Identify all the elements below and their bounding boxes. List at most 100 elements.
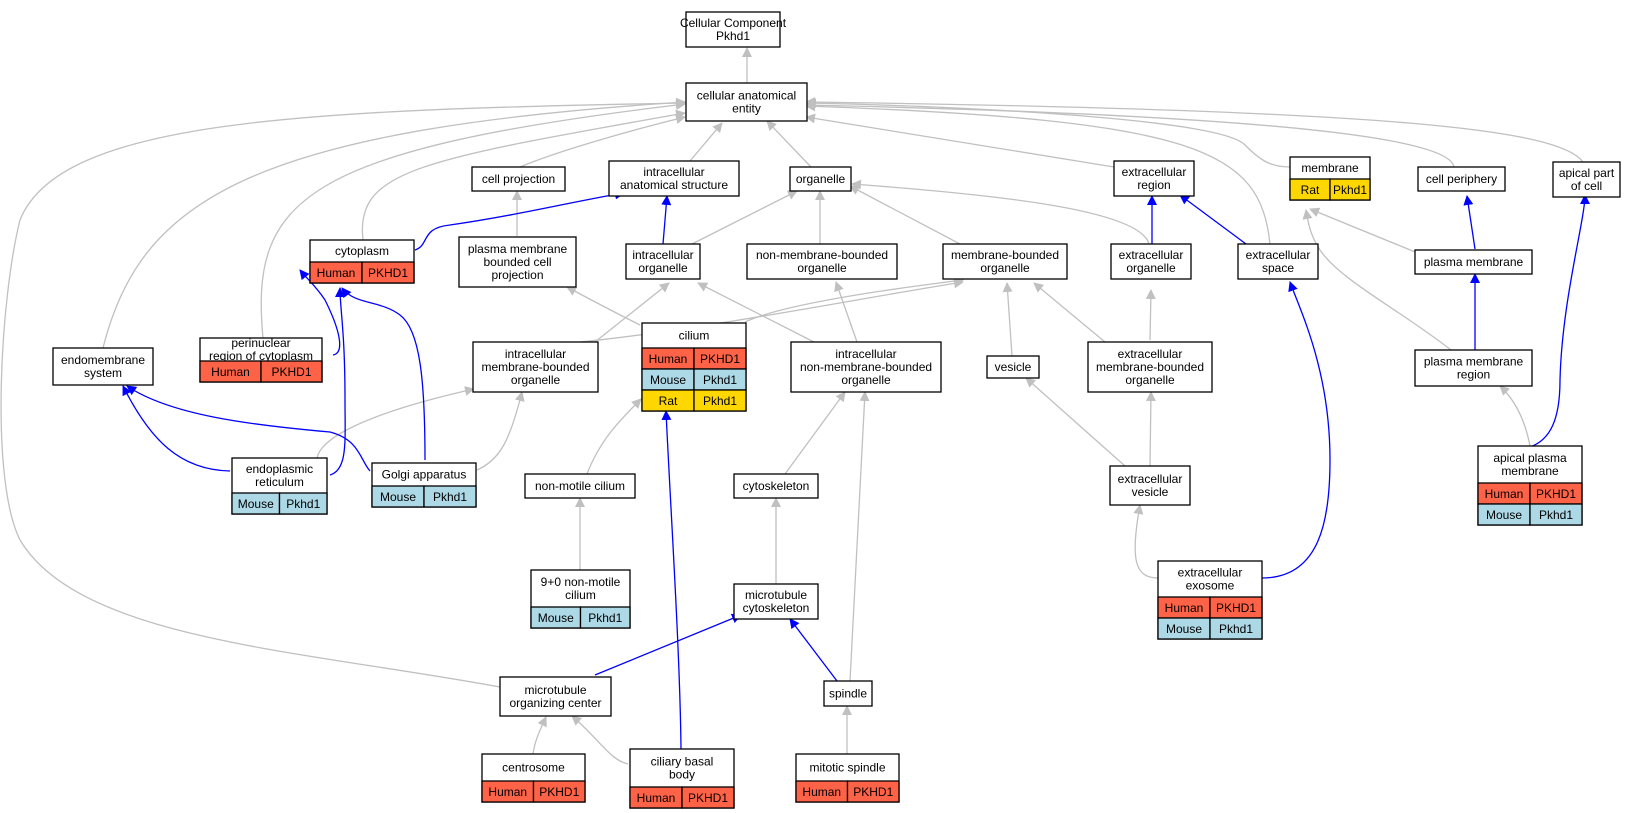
node-box xyxy=(1414,349,1533,387)
node-vesicle[interactable]: vesicle xyxy=(986,355,1040,379)
edge-imbo-mbo xyxy=(579,278,964,343)
edge-pm-cellper xyxy=(1463,195,1476,250)
gene-label: PKHD1 xyxy=(368,266,408,280)
edge-mbo-organelle xyxy=(849,185,961,245)
edge-cytoskel-inmbo xyxy=(784,391,846,475)
gene-cell xyxy=(1329,178,1371,201)
node-label: extracellular xyxy=(1122,165,1187,179)
species-label: Rat xyxy=(1301,183,1320,197)
node-cellper[interactable]: cell periphery xyxy=(1417,166,1506,192)
species-label: Mouse xyxy=(238,497,274,511)
edge-mtoc-cae xyxy=(0,98,686,688)
node-label: plasma membrane xyxy=(1424,355,1524,369)
node-box xyxy=(986,355,1040,379)
node-label: organelle xyxy=(1125,373,1175,387)
species-label: Human xyxy=(317,266,356,280)
gene-label: PKHD1 xyxy=(1536,487,1576,501)
edge-intorg-organelle xyxy=(689,190,798,246)
edge-golgi-imbo xyxy=(476,391,525,471)
node-cytoskel[interactable]: cytoskeleton xyxy=(733,473,819,499)
edge-pm-membrane xyxy=(1309,207,1421,255)
edge-nmcilium-cilium xyxy=(586,398,642,475)
node-label: cell projection xyxy=(482,172,555,186)
node-label: intracellular xyxy=(835,347,896,361)
gene-cell xyxy=(579,606,631,629)
node-box xyxy=(685,82,808,122)
edge-ias-cae xyxy=(689,122,723,162)
species-label: Rat xyxy=(659,394,678,408)
node-label: system xyxy=(84,366,122,380)
edge-exosome-extspace xyxy=(1261,281,1331,579)
edge-cbb-mtoc xyxy=(571,715,629,765)
gene-label: Pkhd1 xyxy=(1219,622,1253,636)
node-cellproj[interactable]: cell projection xyxy=(471,166,566,192)
gene-label: Pkhd1 xyxy=(588,611,622,625)
node-box xyxy=(471,166,566,192)
species-label: Human xyxy=(649,352,688,366)
node-label: organelle xyxy=(511,373,561,387)
node-label: microtubule xyxy=(745,588,807,602)
node-label: ciliary basal xyxy=(651,755,714,769)
node-label: cilium xyxy=(565,588,596,602)
edge-pmreg-membrane xyxy=(1302,209,1452,351)
gene-label: Pkhd1 xyxy=(703,373,737,387)
node-box xyxy=(472,341,599,393)
node-inmbo[interactable]: intracellularnon-membrane-boundedorganel… xyxy=(790,341,942,393)
node-box xyxy=(608,160,740,197)
node-label: region xyxy=(1137,178,1170,192)
node-box xyxy=(733,583,819,620)
species-label: Human xyxy=(488,785,527,799)
node-label: exosome xyxy=(1186,579,1235,593)
node-organelle[interactable]: organelle xyxy=(789,166,852,192)
node-box xyxy=(625,243,701,280)
node-label: cellular anatomical xyxy=(697,89,796,103)
node-label: intracellular xyxy=(505,347,566,361)
node-label: Cellular Component xyxy=(680,16,787,30)
edge-er-endosys xyxy=(122,385,231,472)
node-label: non-membrane-bounded xyxy=(800,360,932,374)
node-pm[interactable]: plasma membrane xyxy=(1414,249,1533,275)
edge-exosome-extves xyxy=(1133,504,1159,579)
gene-label: Pkhd1 xyxy=(1333,183,1367,197)
node-nmcilium[interactable]: non-motile cilium xyxy=(524,473,636,499)
node-label: vesicle xyxy=(1132,485,1169,499)
node-label: spindle xyxy=(829,687,867,701)
edge-er-imbo xyxy=(316,386,475,471)
node-label: 9+0 non-motile xyxy=(541,575,621,589)
node-spindle[interactable]: spindle xyxy=(823,680,873,707)
gene-cell xyxy=(846,780,900,803)
node-box xyxy=(52,347,154,386)
node-box xyxy=(746,243,898,280)
